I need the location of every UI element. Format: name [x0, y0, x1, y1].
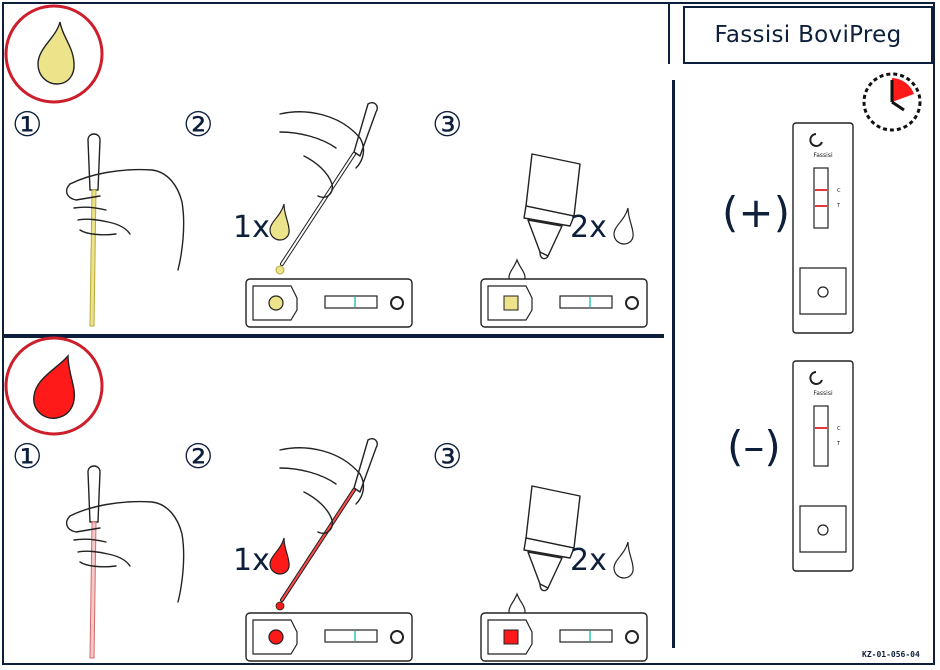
cassette-brand: Fassisi	[813, 152, 833, 159]
sample-dropper-illustration	[270, 438, 378, 626]
section-divider	[4, 334, 664, 338]
sample-dropper-illustration	[270, 102, 378, 290]
cassette-brand: Fassisi	[813, 390, 833, 397]
step-3-label: ③	[432, 105, 463, 145]
buffer-drop-count: 2x	[570, 543, 607, 578]
positive-cassette: Fassisi C T	[792, 122, 854, 334]
urine-sample-icon	[4, 4, 104, 104]
buffer-drop-icon	[613, 541, 634, 579]
test-line-label: T	[837, 441, 841, 447]
urine-drop-icon	[269, 203, 290, 241]
blood-drop-icon	[269, 537, 290, 575]
buffer-drop-icon	[613, 207, 634, 245]
positive-result-label: (+)	[722, 188, 790, 237]
test-cassette	[480, 612, 648, 662]
step-1-label: ①	[12, 105, 43, 145]
test-cassette	[245, 612, 413, 662]
product-title: Fassisi BoviPreg	[683, 6, 933, 64]
sample-drop-count: 1x	[233, 210, 270, 245]
test-cassette	[245, 278, 413, 328]
step-3-label: ③	[432, 437, 463, 477]
test-line-label: T	[837, 203, 841, 209]
buffer-bottle-illustration	[523, 153, 581, 260]
pipette-in-hand-illustration	[65, 133, 185, 327]
timer-icon	[862, 72, 922, 132]
step-2-label: ②	[183, 105, 214, 145]
cassette-body	[792, 360, 854, 572]
buffer-drop-count: 2x	[570, 210, 607, 245]
control-line-label: C	[837, 188, 841, 194]
negative-cassette: Fassisi C T	[792, 360, 854, 572]
step-1-label: ①	[12, 437, 43, 477]
step-2-label: ②	[183, 437, 214, 477]
buffer-bottle-illustration	[523, 485, 581, 592]
control-line-label: C	[837, 426, 841, 432]
blood-sample-icon	[4, 336, 104, 436]
header-divider	[668, 4, 670, 64]
test-cassette	[480, 278, 648, 328]
document-code: KZ-01-056-04	[862, 650, 920, 659]
negative-result-label: (–)	[727, 422, 781, 471]
cassette-body	[792, 122, 854, 334]
sample-drop-count: 1x	[233, 543, 270, 578]
results-divider	[672, 80, 675, 648]
pipette-in-hand-illustration	[65, 465, 185, 659]
